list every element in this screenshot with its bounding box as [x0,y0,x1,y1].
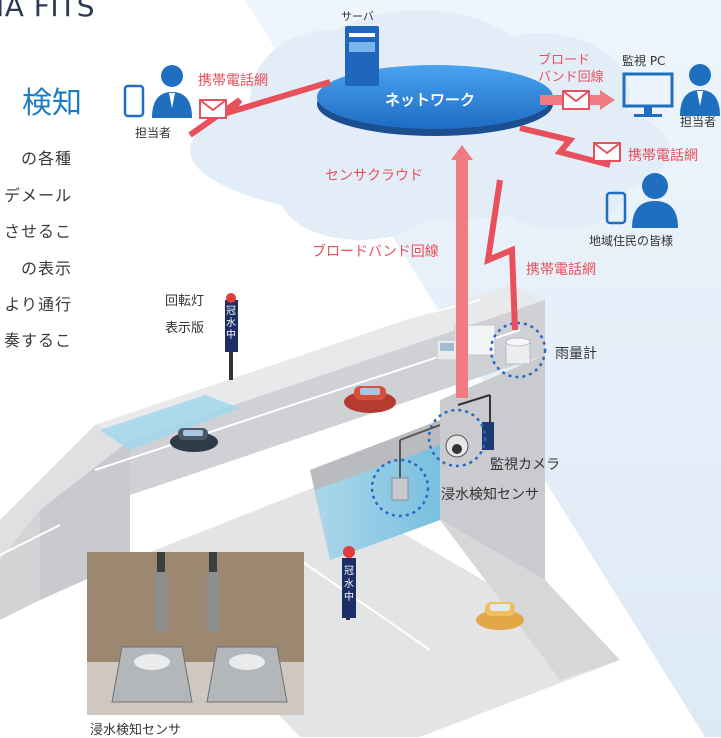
server-icon [345,26,379,86]
side-text-line-2: デメール [3,186,72,205]
photo-caption: 浸水検知センサ [90,723,182,738]
rain-gauge-label: 雨量計 [555,346,597,362]
flood-sensor-icon [391,424,441,501]
flood-sensor-highlight [370,458,430,518]
board-text-upper: 冠水中 [226,306,236,341]
server-label: サーバ [341,10,374,23]
mobile-link-label-center: 携帯電話網 [526,262,596,278]
beacon-label: 回転灯 [165,294,205,309]
brand-name: GAIA FITS [0,0,95,23]
mail-icon [199,99,227,119]
rain-gauge-highlight [489,321,547,379]
side-text-line-1: の各種 [20,149,72,168]
rain-gauge-icon [505,337,531,365]
mobile-link-bolt-right [519,125,611,168]
operator-left-icon [123,65,192,118]
side-text-line-4: の表示 [20,259,72,278]
mail-icon [593,142,621,162]
car-red [344,386,396,413]
brand-title: GAIA FITS® [0,0,95,23]
monitor-pc-label: 監視 PC [622,54,666,68]
broadband-link-label-center: ブロードバンド回線 [312,244,439,260]
mobile-link-label-left: 携帯電話網 [198,73,268,89]
residents-icon [605,173,678,228]
board-label: 表示版 [165,321,205,336]
mail-icon [562,90,590,110]
camera-highlight [427,408,487,468]
side-text-line-6: 奏するこ [3,331,72,350]
car-yellow [476,602,524,630]
display-board-lower [342,546,356,620]
section-title: 検知 [22,86,82,121]
sensor-photo [87,552,304,715]
broadband-uplink-arrow [451,145,473,398]
camera-label: 監視カメラ [490,457,560,473]
residents-label: 地域住民の皆様 [589,234,674,248]
broadband-link-label-top-1: ブロード [538,53,591,68]
board-text-lower: 冠水中 [344,566,354,603]
cloud-label: センサクラウド [325,168,423,184]
mobile-link-label-right: 携帯電話網 [628,148,698,164]
operator-right-icon [680,64,720,116]
operator-right-label: 担当者 [680,115,717,129]
operator-left-label: 担当者 [135,126,172,140]
display-board-upper [225,293,238,380]
camera-icon [445,394,494,458]
flood-sensor-label: 浸水検知センサ [441,487,539,503]
car-dark [170,428,218,452]
side-text-line-3: させるこ [3,222,72,241]
mobile-link-bolt-center [484,179,518,331]
broadband-link-label-top-2: バンド回線 [538,70,604,85]
monitor-pc-icon [622,72,674,117]
side-text-line-5: より通行 [4,295,72,314]
network-label: ネットワーク [385,91,476,109]
